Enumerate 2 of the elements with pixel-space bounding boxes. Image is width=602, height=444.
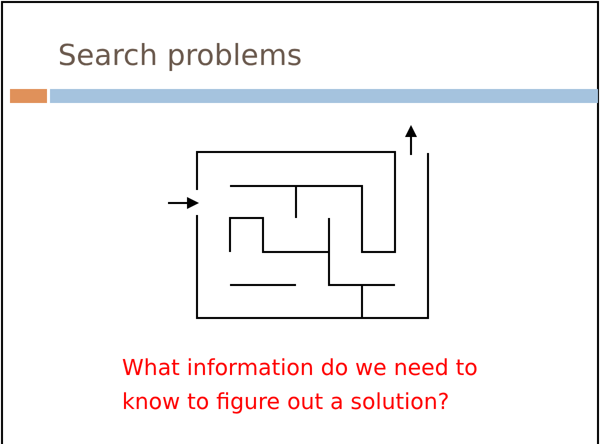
question-text: What information do we need to know to figure out a solution? — [122, 355, 479, 417]
slide-title: Search problems — [58, 38, 302, 72]
